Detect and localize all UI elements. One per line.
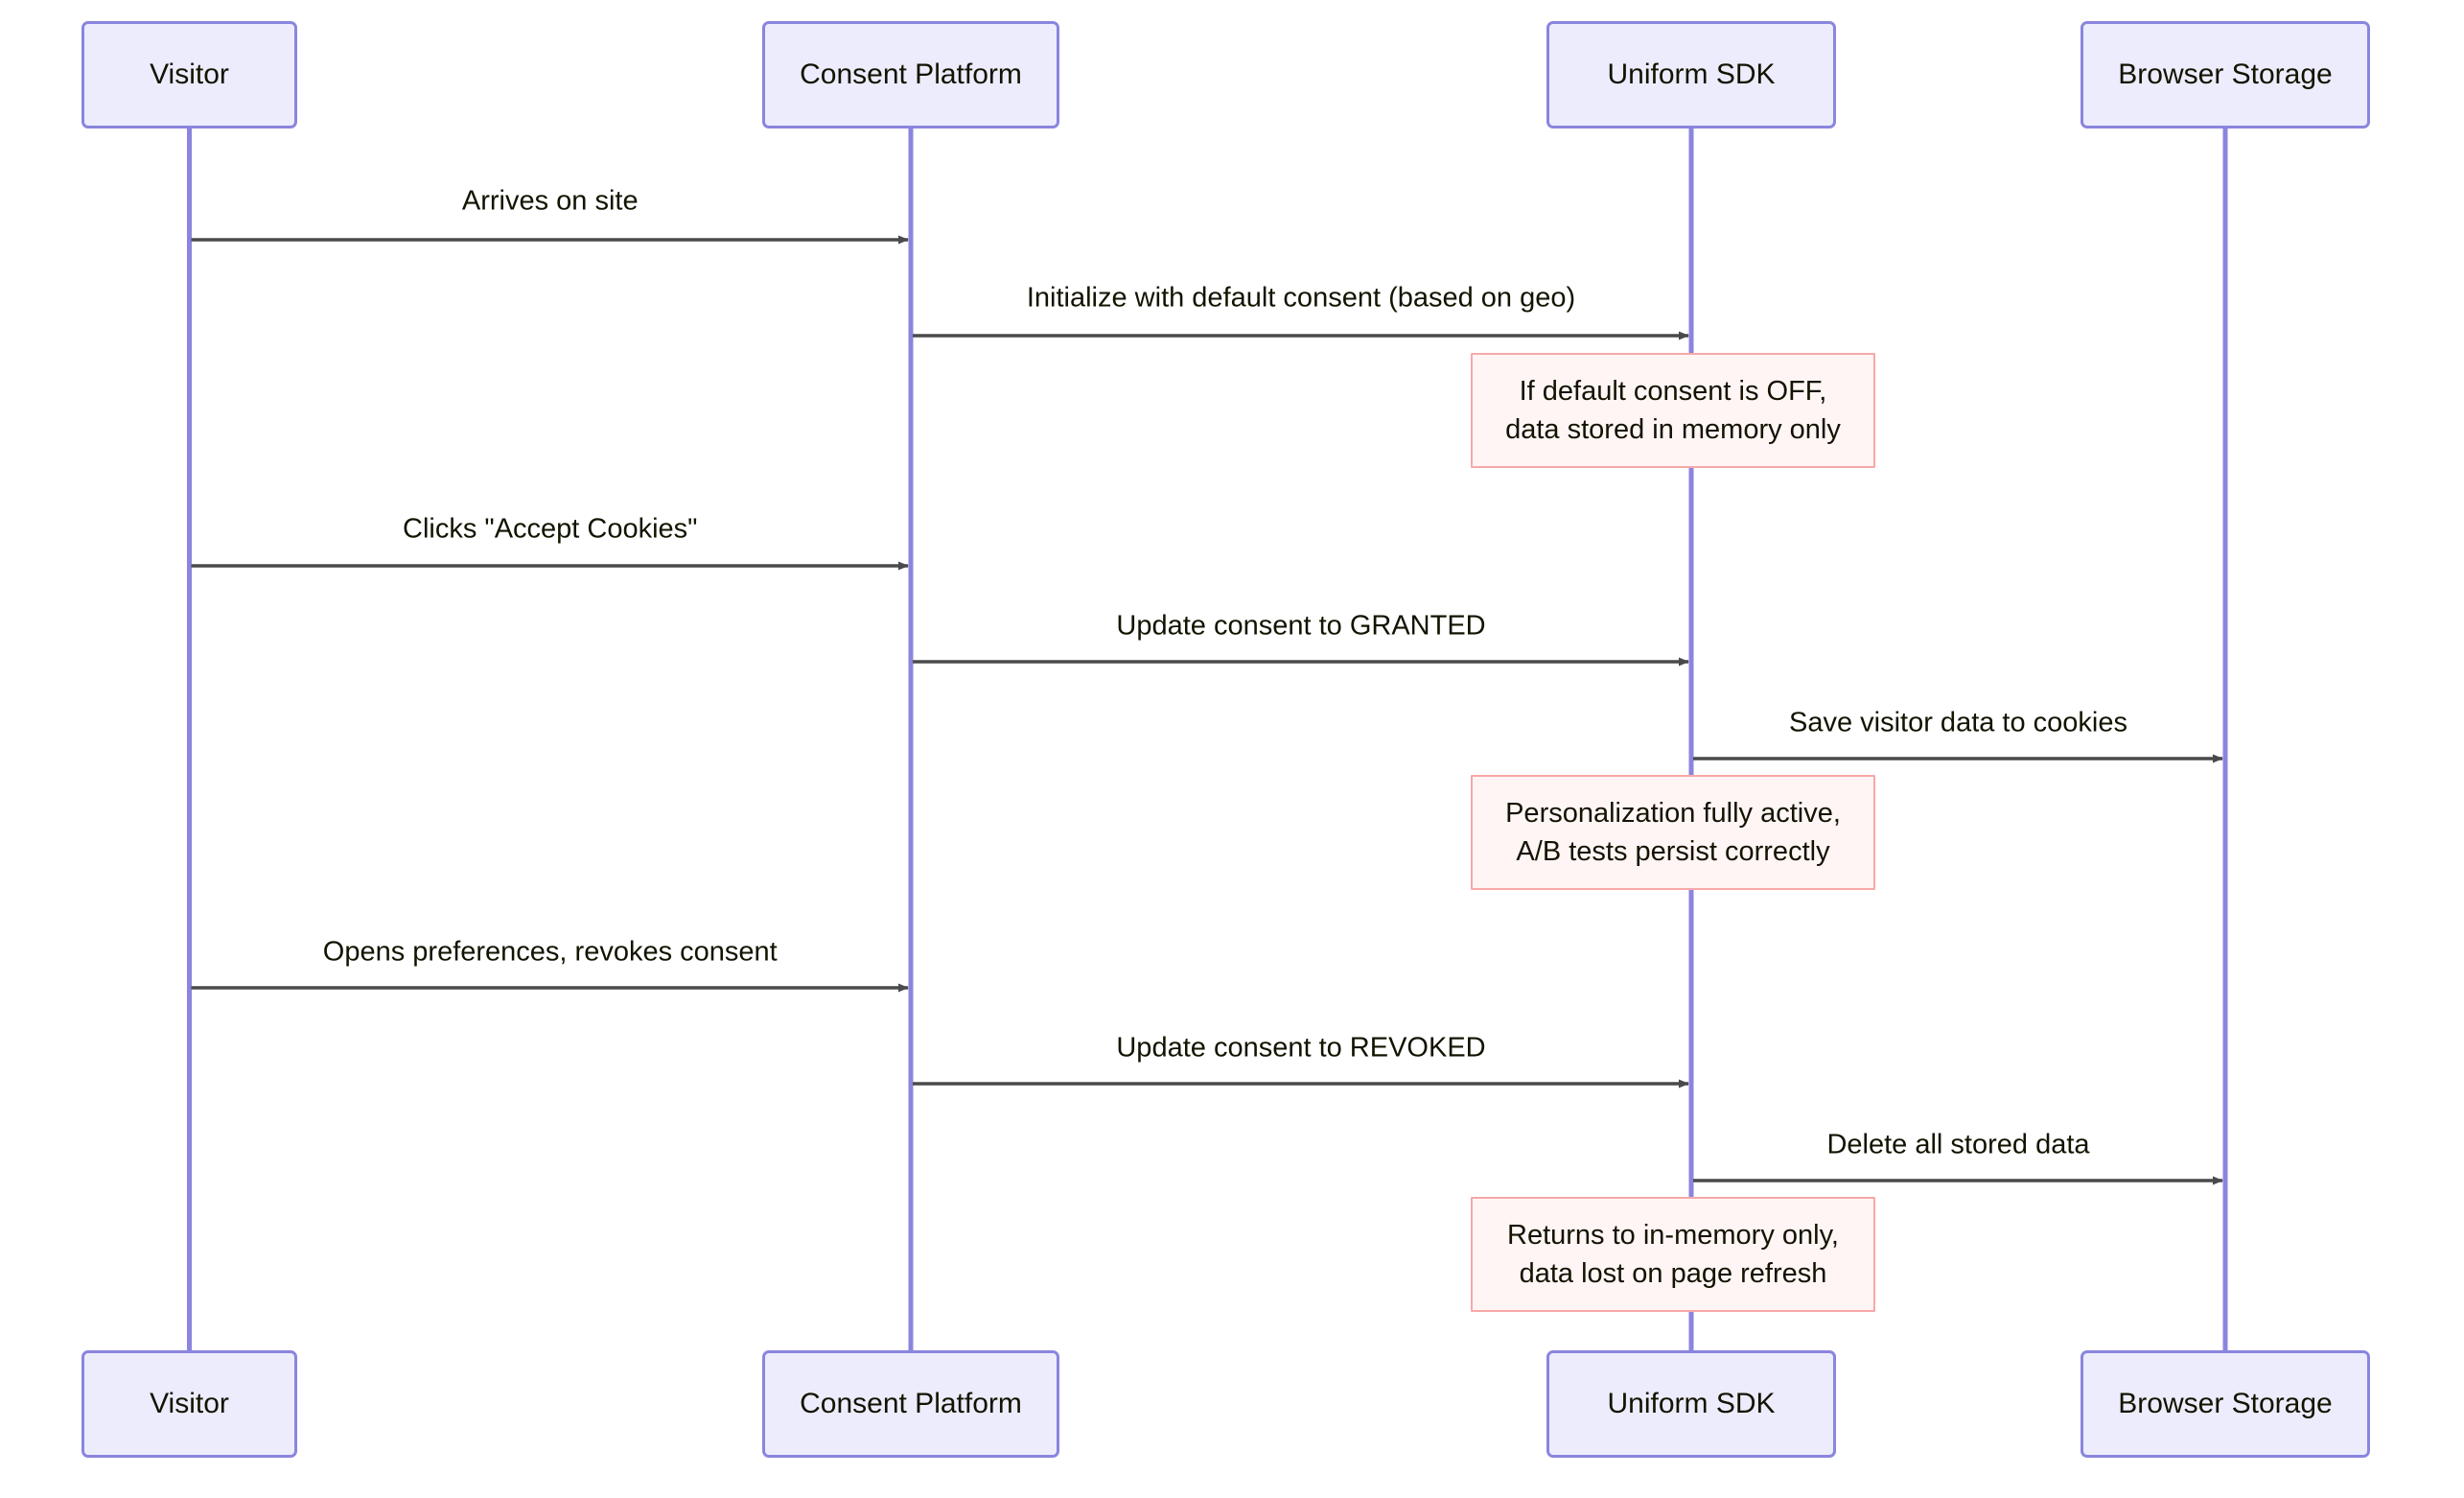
message-label-m3: Clicks "Accept Cookies" bbox=[403, 513, 698, 545]
actor-label-visitor: Visitor bbox=[150, 1388, 229, 1419]
actor-label-storage: Browser Storage bbox=[2118, 1388, 2333, 1419]
actor-label-sdk: Uniform SDK bbox=[1607, 59, 1776, 90]
actor-box-storage-top[interactable]: Browser Storage bbox=[2080, 21, 2370, 129]
note-personalization-active: Personalization fully active, A/B tests p… bbox=[1471, 775, 1875, 890]
actor-box-consent-bottom[interactable]: Consent Platform bbox=[762, 1350, 1059, 1458]
actor-box-consent-top[interactable]: Consent Platform bbox=[762, 21, 1059, 129]
actor-label-storage: Browser Storage bbox=[2118, 59, 2333, 90]
note-personalization-active-line-2: A/B tests persist correctly bbox=[1516, 836, 1830, 867]
note-in-memory-only-line-2: data lost on page refresh bbox=[1519, 1258, 1827, 1289]
actor-label-consent: Consent Platform bbox=[800, 1388, 1022, 1419]
actor-label-visitor: Visitor bbox=[150, 59, 229, 90]
actor-label-sdk: Uniform SDK bbox=[1607, 1388, 1776, 1419]
note-in-memory-only: Returns to in-memory only, data lost on p… bbox=[1471, 1197, 1875, 1312]
note-default-consent-off-line-1: If default consent is OFF, bbox=[1519, 375, 1827, 407]
message-label-m4: Update consent to GRANTED bbox=[1116, 610, 1486, 642]
note-personalization-active-line-1: Personalization fully active, bbox=[1505, 797, 1841, 829]
actor-box-sdk-bottom[interactable]: Uniform SDK bbox=[1546, 1350, 1836, 1458]
actor-box-storage-bottom[interactable]: Browser Storage bbox=[2080, 1350, 2370, 1458]
message-label-m2: Initialize with default consent (based o… bbox=[1026, 282, 1576, 314]
message-label-m1: Arrives on site bbox=[461, 185, 639, 217]
actor-label-consent: Consent Platform bbox=[800, 59, 1022, 90]
note-in-memory-only-line-1: Returns to in-memory only, bbox=[1507, 1219, 1839, 1251]
message-label-m5: Save visitor data to cookies bbox=[1788, 707, 2128, 738]
message-arrows-group bbox=[191, 235, 2223, 1185]
message-label-m6: Opens preferences, revokes consent bbox=[322, 936, 778, 968]
message-label-m8: Delete all stored data bbox=[1826, 1129, 2090, 1160]
note-default-consent-off-line-2: data stored in memory only bbox=[1505, 414, 1841, 445]
lifelines-group bbox=[187, 129, 2228, 1350]
note-default-consent-off: If default consent is OFF, data stored in… bbox=[1471, 353, 1875, 468]
message-label-m7: Update consent to REVOKED bbox=[1116, 1032, 1486, 1064]
actor-box-sdk-top[interactable]: Uniform SDK bbox=[1546, 21, 1836, 129]
actor-box-visitor-bottom[interactable]: Visitor bbox=[81, 1350, 297, 1458]
actor-box-visitor-top[interactable]: Visitor bbox=[81, 21, 297, 129]
